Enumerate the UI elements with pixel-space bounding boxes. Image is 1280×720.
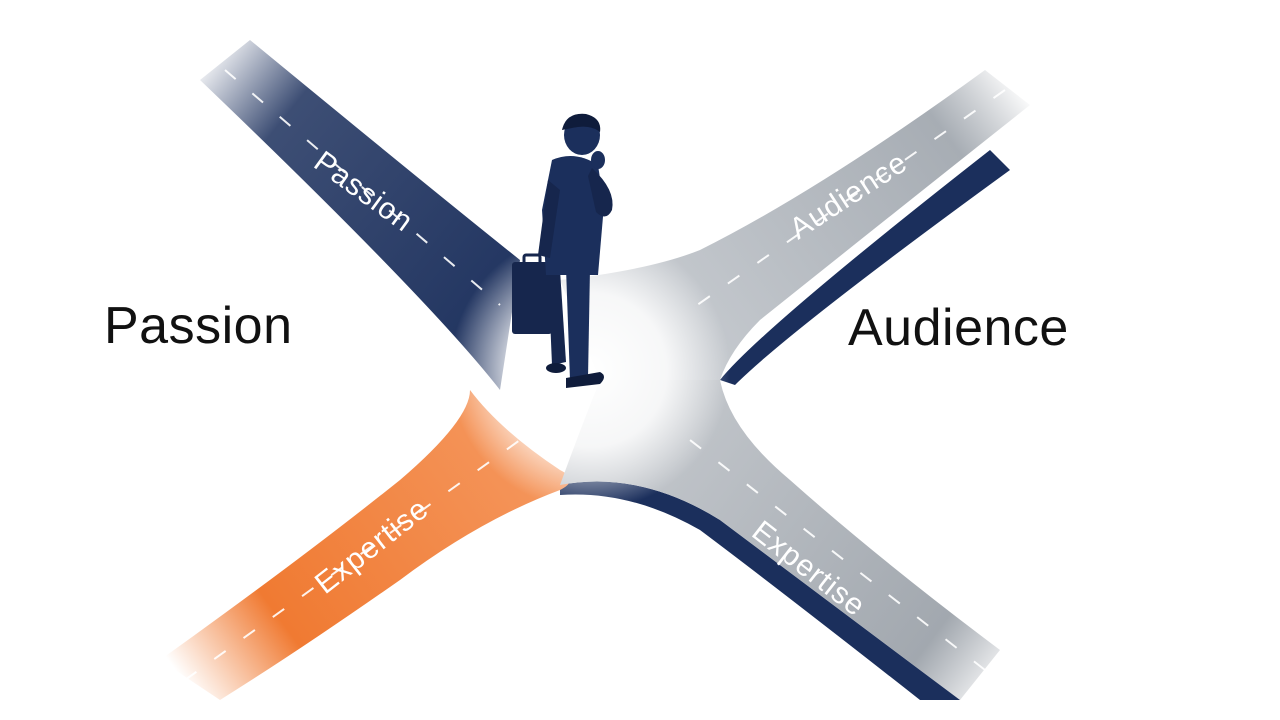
road-bottom-left [160,390,570,700]
person-arm [588,168,613,217]
person-shoe-front [566,372,604,388]
person-torso [542,156,604,275]
person-hand [591,151,605,169]
road-dashes [184,69,1006,681]
person-shoe-back [546,363,566,373]
label-passion: Passion [104,297,293,355]
road-shadow-right [720,150,1010,385]
briefcase [512,262,552,334]
person-arm-hanging [538,180,560,258]
person-figure [512,113,613,388]
person-back-leg [548,270,566,365]
road-shadow-bottom [560,481,960,700]
road-top-left [200,40,520,390]
briefcase-handle [522,253,542,266]
label-audience: Audience [848,299,1069,357]
person-hair [562,113,601,132]
person-front-leg [566,268,590,380]
